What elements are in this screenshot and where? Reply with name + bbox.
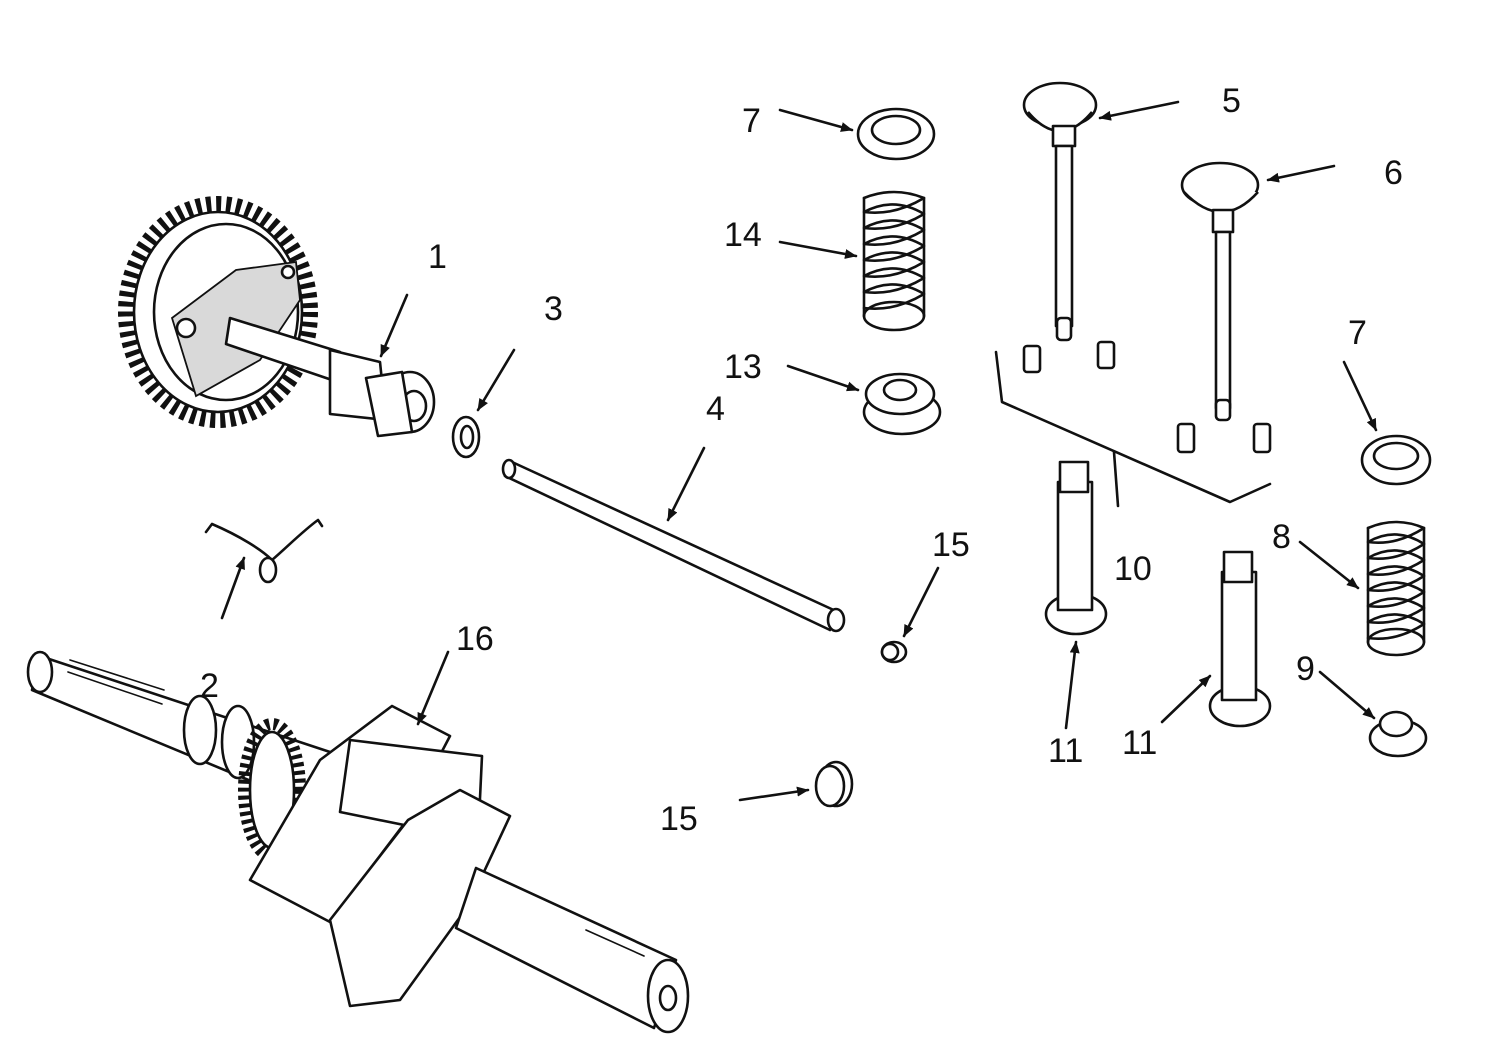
tappet-11b-part — [1208, 550, 1272, 728]
arrow-1 — [379, 293, 409, 358]
callout-7b: 7 — [1348, 314, 1367, 352]
spring-14-part — [862, 190, 926, 332]
arrow-2 — [220, 556, 246, 620]
spring-8-part — [1366, 520, 1426, 657]
callout-7a: 7 — [742, 102, 761, 140]
arrow-15a — [902, 566, 940, 638]
callout-2: 2 — [200, 667, 219, 705]
tappet-11a-part — [1044, 460, 1108, 636]
rod-part — [501, 458, 846, 633]
leader-arrows — [220, 100, 1378, 802]
callout-4: 4 — [706, 390, 725, 428]
callout-6: 6 — [1384, 154, 1403, 192]
arrow-11b — [1160, 674, 1212, 724]
arrow-16 — [416, 650, 450, 726]
arrow-8 — [1298, 540, 1360, 590]
washer-part — [451, 415, 481, 459]
callout-5: 5 — [1222, 82, 1241, 120]
callout-15a: 15 — [932, 526, 970, 564]
arrow-7b — [1342, 360, 1378, 432]
valve-5-part — [1022, 81, 1098, 342]
arrow-11a — [1064, 640, 1080, 730]
retainer-7a-part — [856, 107, 936, 161]
callout-11b: 11 — [1122, 724, 1157, 762]
arrow-3 — [476, 348, 516, 412]
arrow-5 — [1098, 100, 1180, 121]
valve-6-part — [1180, 161, 1260, 422]
keepers-group — [994, 340, 1272, 508]
callout-3: 3 — [544, 290, 563, 328]
camshaft-gear-part — [118, 196, 436, 438]
arrow-4 — [666, 446, 706, 522]
bushing-15b-part — [814, 760, 854, 808]
callout-13: 13 — [724, 348, 762, 386]
arrow-9 — [1318, 670, 1376, 720]
callout-11a: 11 — [1048, 732, 1083, 770]
callout-16: 16 — [456, 620, 494, 658]
callout-15b: 15 — [660, 800, 698, 838]
callout-1: 1 — [428, 238, 447, 276]
arrow-15b — [738, 786, 810, 802]
seat-13-part — [862, 372, 942, 436]
arrow-7a — [778, 108, 854, 132]
cap-9-part — [1368, 710, 1428, 758]
callout-10: 10 — [1114, 550, 1152, 588]
callout-9: 9 — [1296, 650, 1315, 688]
crankshaft-part — [26, 650, 690, 1034]
callout-8: 8 — [1272, 518, 1291, 556]
retainer-7b-part — [1360, 434, 1432, 486]
callout-14: 14 — [724, 216, 762, 254]
callout-labels: 1 2 3 4 5 6 7 7 8 9 10 11 11 13 14 15 15… — [200, 82, 1403, 838]
arrow-13 — [786, 364, 860, 392]
arrow-14 — [778, 240, 858, 259]
spring-clip-part — [204, 518, 324, 584]
arrow-6 — [1266, 164, 1336, 183]
bushing-15a-part — [880, 640, 908, 664]
